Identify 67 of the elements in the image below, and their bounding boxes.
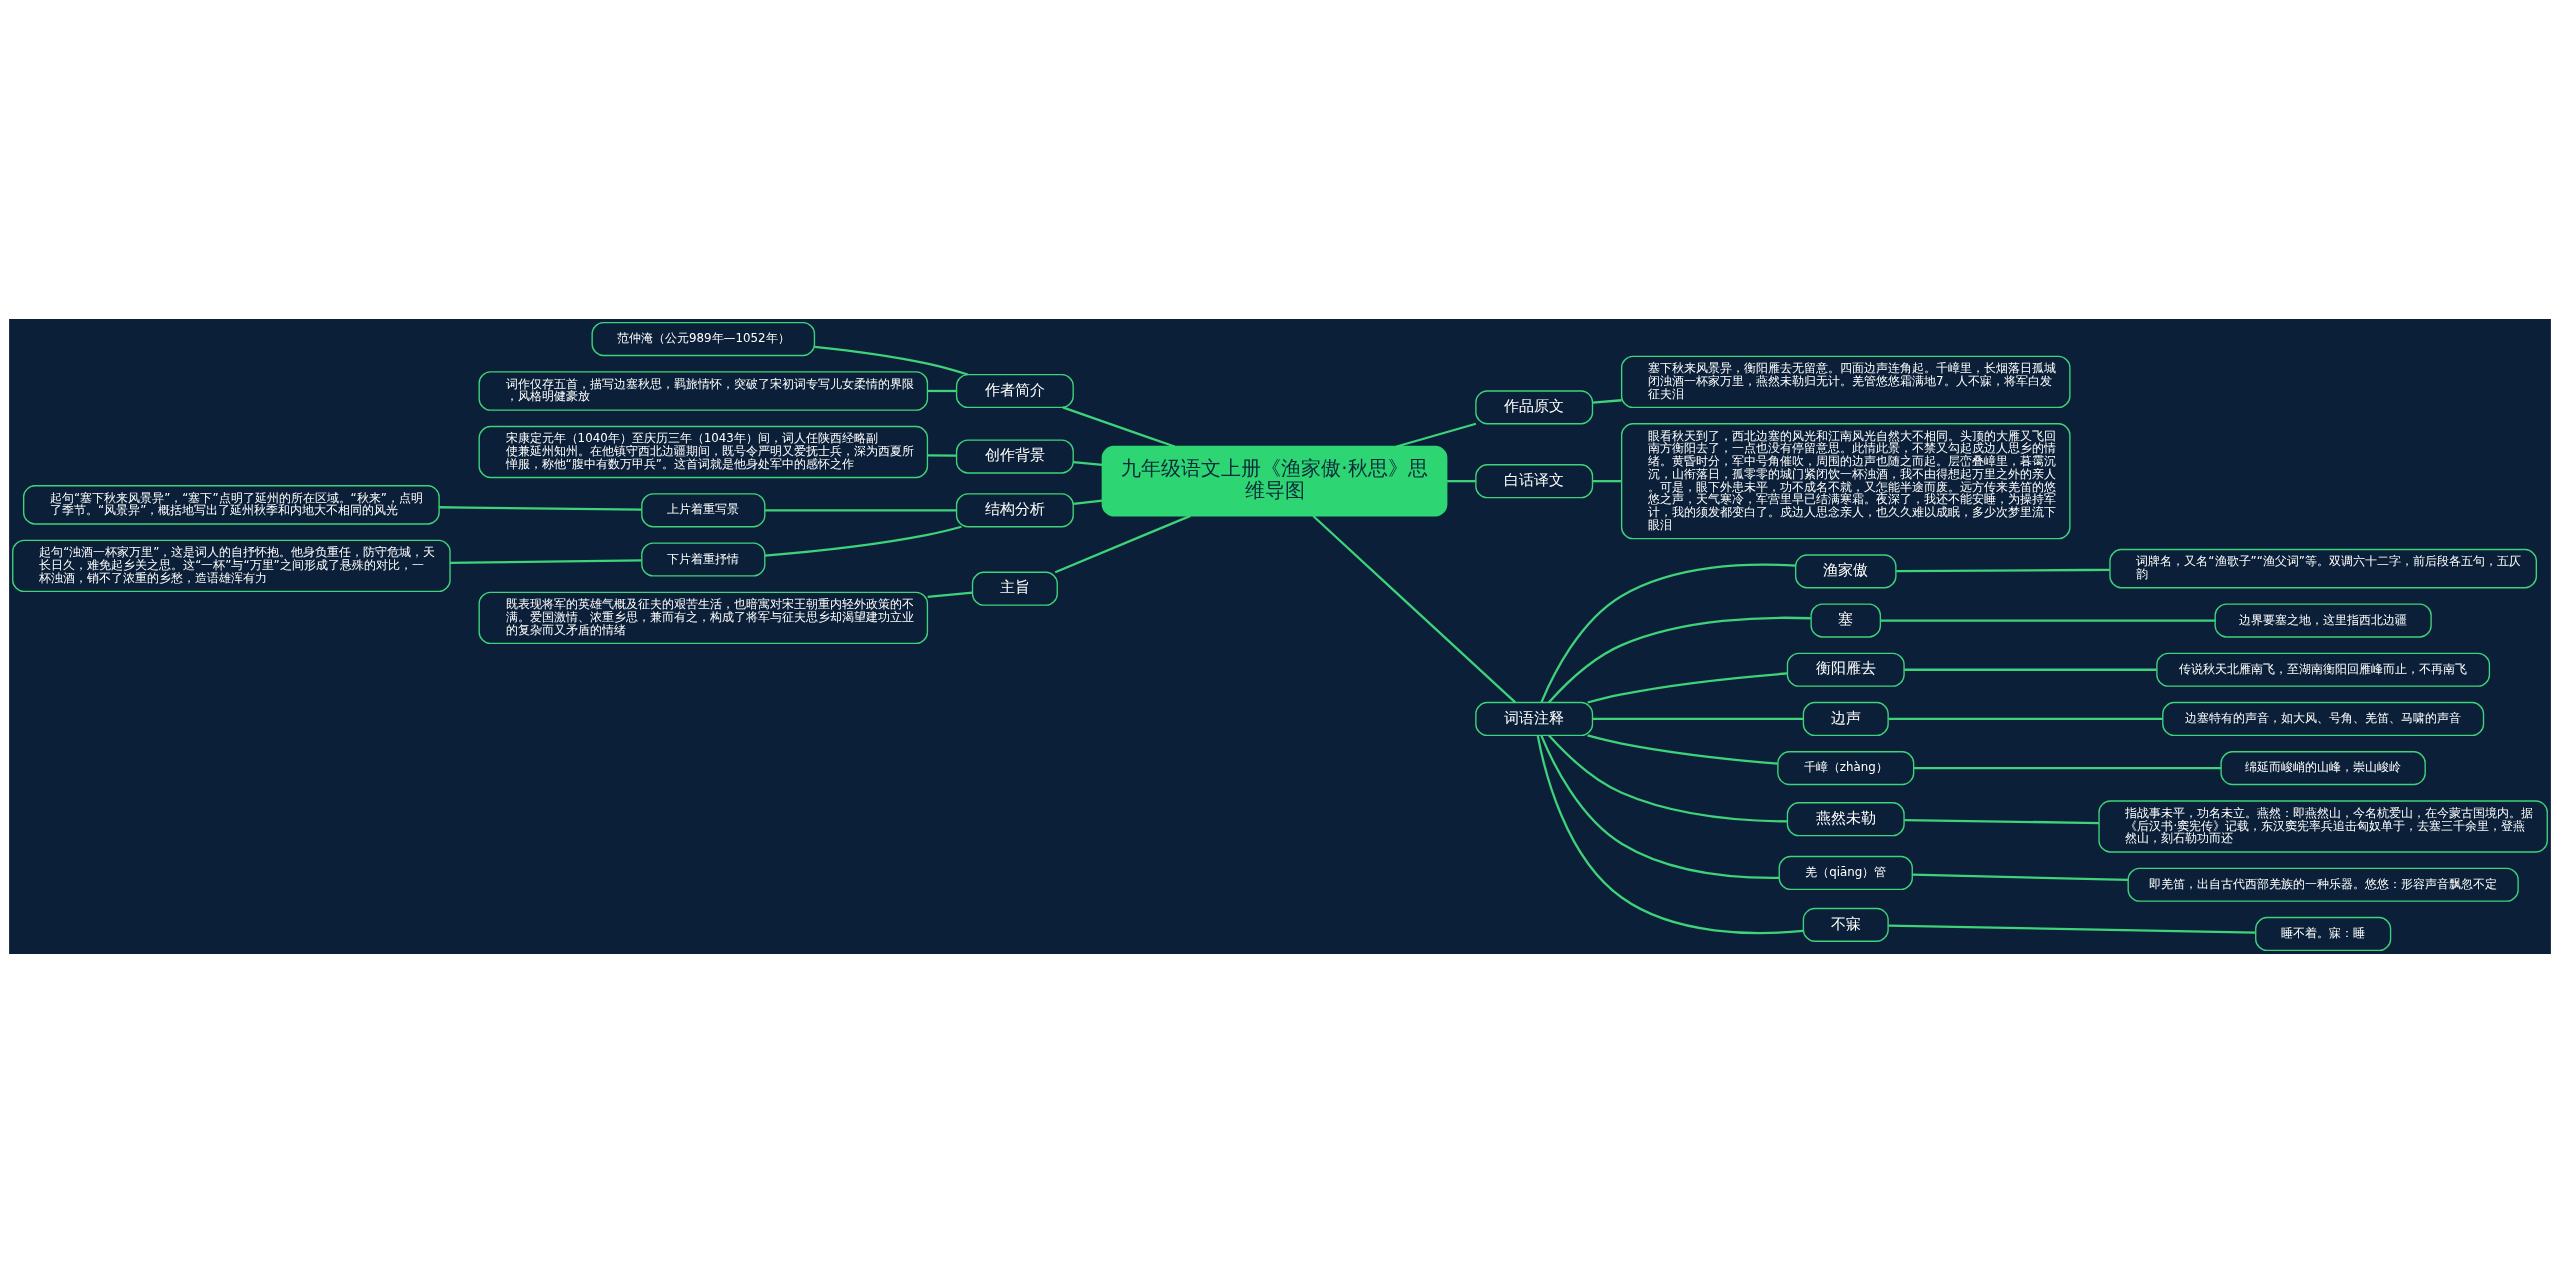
node-box: 衡阳雁去 [1786,652,1905,687]
connector [1904,818,2099,825]
connector [1547,734,1788,823]
connector [764,525,962,557]
node-box: 睡不着。寐：睡 [2255,916,2392,952]
node-box: 词作仅存五首，描写边塞秋思，羁旅情怀，突破了宋初词专写儿女柔情的界限，风格明健豪放 [478,371,929,411]
node-box: 白话译文 [1475,464,1594,499]
connector [1880,619,2216,622]
node-box: 范仲淹（公元989年—1052年） [591,321,816,357]
connector [1896,568,2110,573]
connector [1447,480,1476,483]
connector [1592,399,1622,404]
node-box: 即羌笛，出自古代西部羌族的一种乐器。悠悠：形容声音飘忽不定 [2127,867,2519,902]
connector [1592,717,1804,721]
connector [1073,460,1103,466]
connector [1888,717,2163,721]
connector [1312,515,1517,704]
connector [927,389,957,393]
node-box: 边塞特有的声音，如大风、号角、羌笛、马啸的声音 [2162,701,2485,737]
connector [1540,735,1780,880]
node-box: 眼看秋天到了，西北边塞的风光和江南风光自然大不相同。头顶的大雁又飞回南方衡阳去了，一点也没有停留意思。此情此景，不禁又勾起戍边人思乡的情绪。黄昏时分，军中号角催吹，周围的边声也随之而起。层峦叠嶂里，暮霭沉沉，山衔落日，孤零零的城门紧闭饮一杯浊酒，我不由得想起万里之外的亲人。可是，眼下外患未平，功不成名不就，又怎能半途而废。远方传来羌笛的悠悠之声，天气寒冷，军营里早已结满寒霜。夜深了，我还不能安睡，为操持军计，我的须发都变白了。戍边人思念亲人，也久久难以成眠，多少次梦里流下眼泪 [1620,423,2071,540]
connector [1913,767,2221,770]
node-box: 绵延而峻峭的山峰，崇山峻岭 [2220,751,2426,786]
connector [1592,480,1622,483]
node-box: 起句“塞下秋来风景异”，“塞下”点明了延州的所在区域。“秋来”，点明了季节。“风景异”，概括地写出了延州秋季和内地大不相同的风光 [23,485,440,525]
node-box: 宋康定元年（1040年）至庆历三年（1043年）间，词人任陕西经略副使兼延州知州。在他镇守西北边疆期间，既号令严明又爱抚士兵，深为西夏所惮服，称他“腹中有数万甲兵”。这首词就是他身处军中的感怀之作 [478,425,929,479]
connector [765,509,957,512]
connector [1547,616,1811,704]
node-box: 结构分析 [955,493,1074,528]
node-box: 边声 [1802,701,1889,737]
connector [1396,422,1477,448]
node-box: 上片着重写景 [641,493,766,528]
node-box: 起句“浊酒一杯家万里”，这是词人的自抒怀抱。他身负重任，防守危城，天长日久，难免起乡关之思。这“一杯”与“万里”之间形成了悬殊的对比，一杯浊酒，销不了浓重的乡愁，造语雄浑有力 [12,539,451,593]
connector [1540,563,1796,703]
node-box: 既表现将军的英雄气概及征夫的艰苦生活，也暗寓对宋王朝重内轻外政策的不满。爱国激情、浓重乡思，兼而有之，构成了将军与征夫思乡却渴望建功立业的复杂而又矛盾的情绪 [478,591,929,644]
node-box: 九年级语文上册《渔家傲·秋思》思维导图 [1101,445,1448,517]
node-box: 不寐 [1802,907,1889,942]
node-box: 下片着重抒情 [641,542,766,577]
node-box: 燕然未勒 [1786,802,1905,837]
node-box: 千嶂（zhàng） [1777,751,1915,786]
connector [1587,734,1778,765]
node-box: 主旨 [971,571,1058,606]
connector [927,454,957,457]
connector [1904,668,2157,671]
connector [1536,735,1804,935]
node-box: 词语注释 [1475,701,1594,737]
connector [1912,873,2128,882]
node-box: 塞下秋来风景异，衡阳雁去无留意。四面边声连角起。千嶂里，长烟落日孤城闭浊酒一杯家万里，燕然未勒归无计。羌管悠悠霜满地7。人不寐，将军白发征夫泪 [1620,355,2071,409]
node-box: 塞 [1810,603,1882,638]
node-box: 渔家傲 [1794,554,1897,589]
connector [814,345,969,376]
node-box: 传说秋天北雁南飞，至湖南衡阳回雁峰而止，不再南飞 [2156,652,2491,687]
connector [1587,672,1788,704]
node-box: 词牌名，又名“渔歌子”“渔父词”等。双调六十二字，前后段各五句，五仄韵 [2109,548,2537,589]
connector [439,506,642,511]
node-box: 作品原文 [1475,390,1594,425]
node-box: 边界要塞之地，这里指西北边疆 [2214,603,2432,638]
connector [1888,924,2256,934]
node-box: 作者简介 [955,373,1074,409]
connector [1054,514,1191,574]
connector [927,591,973,598]
node-box: 指战事未平，功名未立。燕然：即燕然山，今名杭爱山，在今蒙古国境内。据《后汉书·窦宪传》记载，东汉窦宪率兵追击匈奴单于，去塞三千余里，登燕然山，刻石勒功而还 [2098,800,2548,853]
node-box: 创作背景 [955,439,1074,474]
node-box: 羌（qiāng）管 [1778,855,1913,890]
connector [1062,406,1175,448]
connector [1073,499,1103,505]
connector [450,559,642,565]
